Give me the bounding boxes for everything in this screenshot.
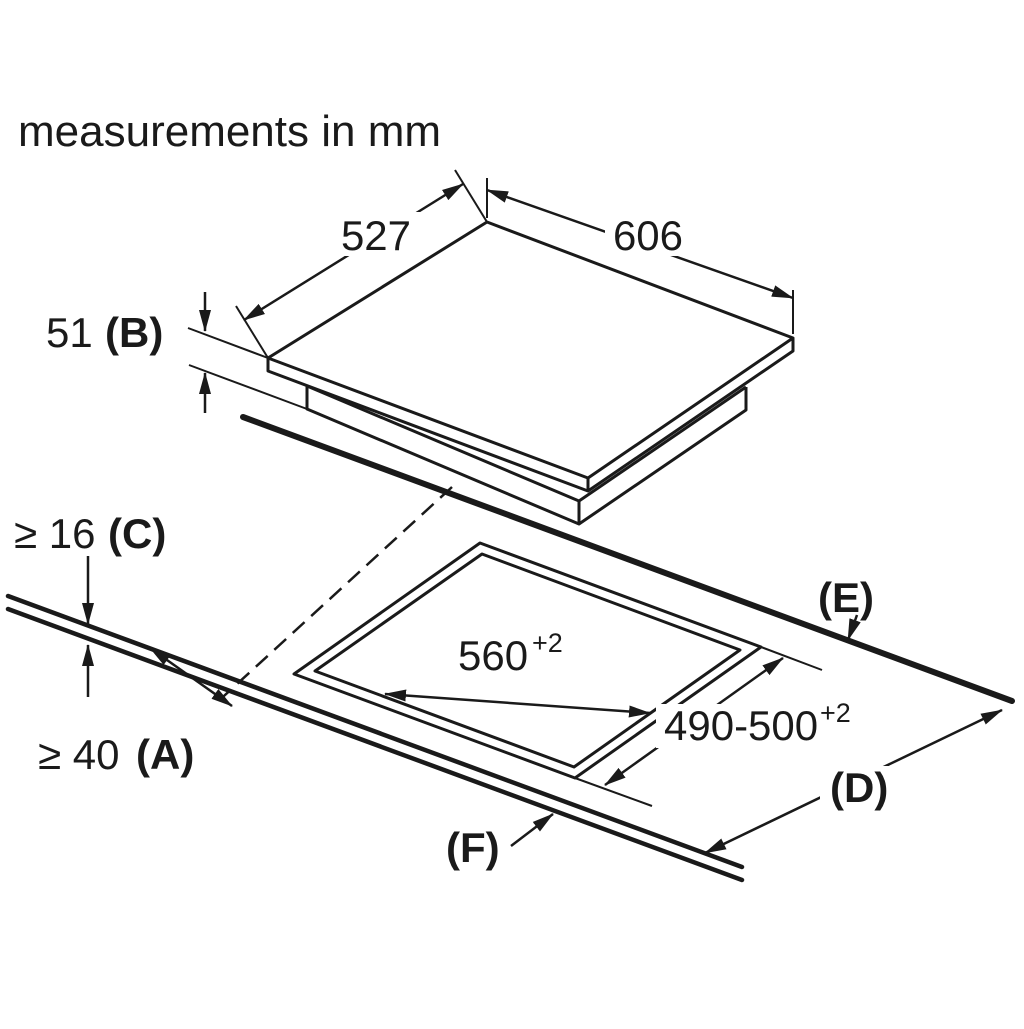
alignment-dashed-line: [212, 486, 453, 707]
cooktop-body: [305, 384, 748, 526]
dim-cutout-width-tolerance: +2: [532, 628, 563, 658]
cooktop-top-surface: [266, 220, 795, 480]
dim-cutout-width-value: 560: [458, 632, 528, 679]
dim-height-value: 51: [46, 309, 93, 356]
pointer-e-arrow: [846, 614, 861, 641]
dim-front-clearance-arrow: [149, 646, 233, 708]
dim-height-label: (B): [105, 309, 163, 356]
label-worktop-depth: (D): [830, 764, 888, 811]
dim-top-depth-value: 606: [613, 212, 683, 259]
cutout-inner-outline: [313, 552, 742, 769]
label-front-edge: (F): [446, 824, 500, 871]
label-masks: [332, 212, 904, 812]
dim-top-width-value: 527: [341, 212, 411, 259]
labels: measurements in mm 527 606 51 (B) ≥ 16 (…: [14, 107, 888, 871]
cooktop-rim: [266, 338, 795, 493]
dim-thickness-label: (C): [108, 510, 166, 557]
dim-front-clearance-value: ≥ 40: [38, 731, 119, 778]
dim-cutout-depth-value: 490-500: [664, 702, 818, 749]
dim-front-clearance-label: (A): [136, 731, 194, 778]
worktop-front-edge-top-line: [5, 593, 745, 870]
diagram-title: measurements in mm: [18, 107, 441, 156]
dim-thickness-value: ≥ 16: [14, 510, 95, 557]
cooktop-drawing: [266, 220, 795, 526]
dim-cutout-depth-tolerance: +2: [820, 698, 851, 728]
worktop-back-edge-line: [240, 414, 1015, 704]
label-back-edge: (E): [818, 574, 874, 621]
pointer-f-arrow: [510, 813, 554, 847]
worktop-drawing: [5, 414, 1015, 883]
worktop-front-edge-bottom-line: [5, 606, 745, 883]
